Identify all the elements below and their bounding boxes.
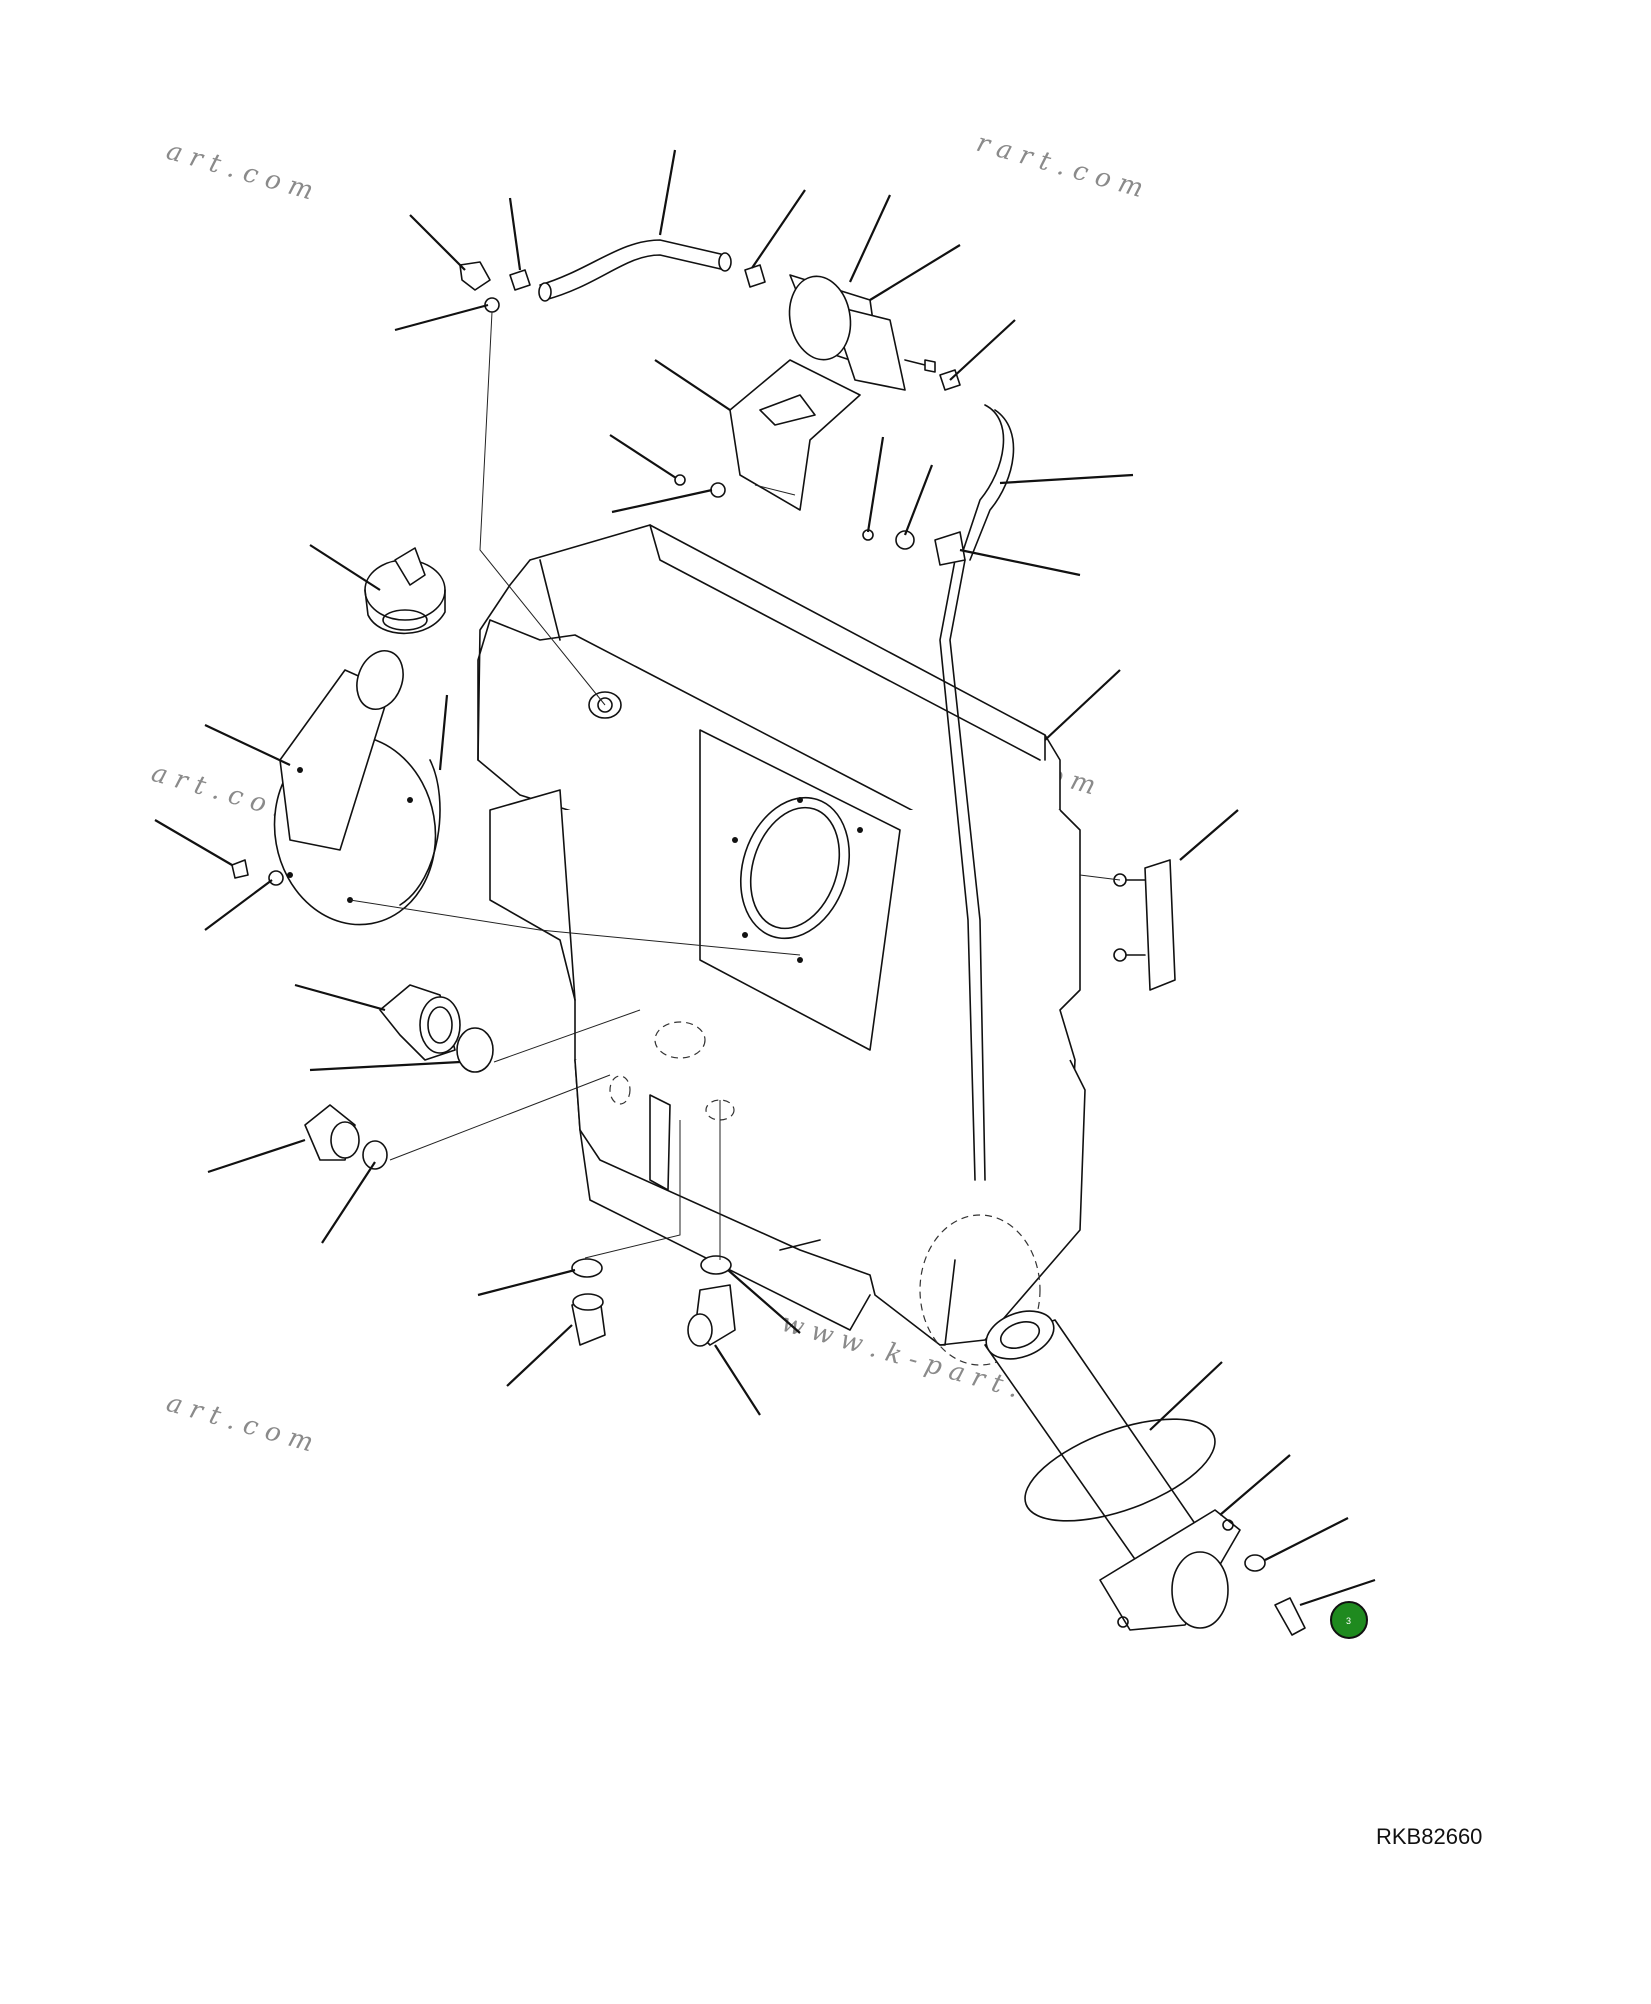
drain-elbow-fitting (687, 1284, 736, 1347)
fuel-hose-upper (538, 239, 732, 302)
callout-marker[interactable]: 3 (1330, 1601, 1368, 1639)
drain-washer-left (571, 1258, 603, 1278)
elbow-fitting-small (304, 1104, 360, 1161)
flange-washer (1244, 1554, 1266, 1572)
o-ring-large (456, 1027, 494, 1073)
drain-plug (571, 1293, 606, 1346)
hose-clamp-left (509, 269, 531, 291)
callout-number: 3 (1346, 1616, 1351, 1626)
flange-bolt (1274, 1597, 1306, 1636)
strainer-flange (1099, 1509, 1241, 1631)
hose-clip (934, 531, 966, 566)
elbow-fitting-top (459, 261, 491, 291)
elbow-fitting-large (379, 984, 461, 1061)
o-ring-small (362, 1140, 388, 1170)
washer-filler-neck (268, 870, 284, 886)
phantom-lines (349, 311, 1121, 1260)
diagram-reference-code: RKB82660 (1376, 1824, 1482, 1849)
watermark-bottom-left: a r t . c o m (163, 1388, 317, 1458)
strainer-seal-ring (1024, 1418, 1216, 1522)
leader-lines (154, 149, 1376, 1607)
watermark-top-left: a r t . c o m (163, 136, 317, 206)
return-hose (959, 404, 1015, 561)
fuel-tank-body (477, 524, 1086, 1366)
vent-tube (939, 559, 986, 1181)
hose-clamp-mid (744, 264, 766, 288)
side-sender-unit (1113, 859, 1176, 991)
bolt-filler-neck (231, 859, 249, 879)
fuel-filter (788, 274, 936, 391)
filler-cap (364, 547, 446, 635)
mounting-bracket (729, 359, 861, 511)
tank-inspection-port (739, 796, 851, 940)
watermark-top-right: r a r t . c o m (973, 128, 1146, 204)
drain-washer-right (700, 1255, 732, 1275)
suction-strainer (984, 1310, 1221, 1596)
filler-neck-assembly (273, 650, 441, 926)
sump-hidden-outline (919, 1214, 1041, 1366)
